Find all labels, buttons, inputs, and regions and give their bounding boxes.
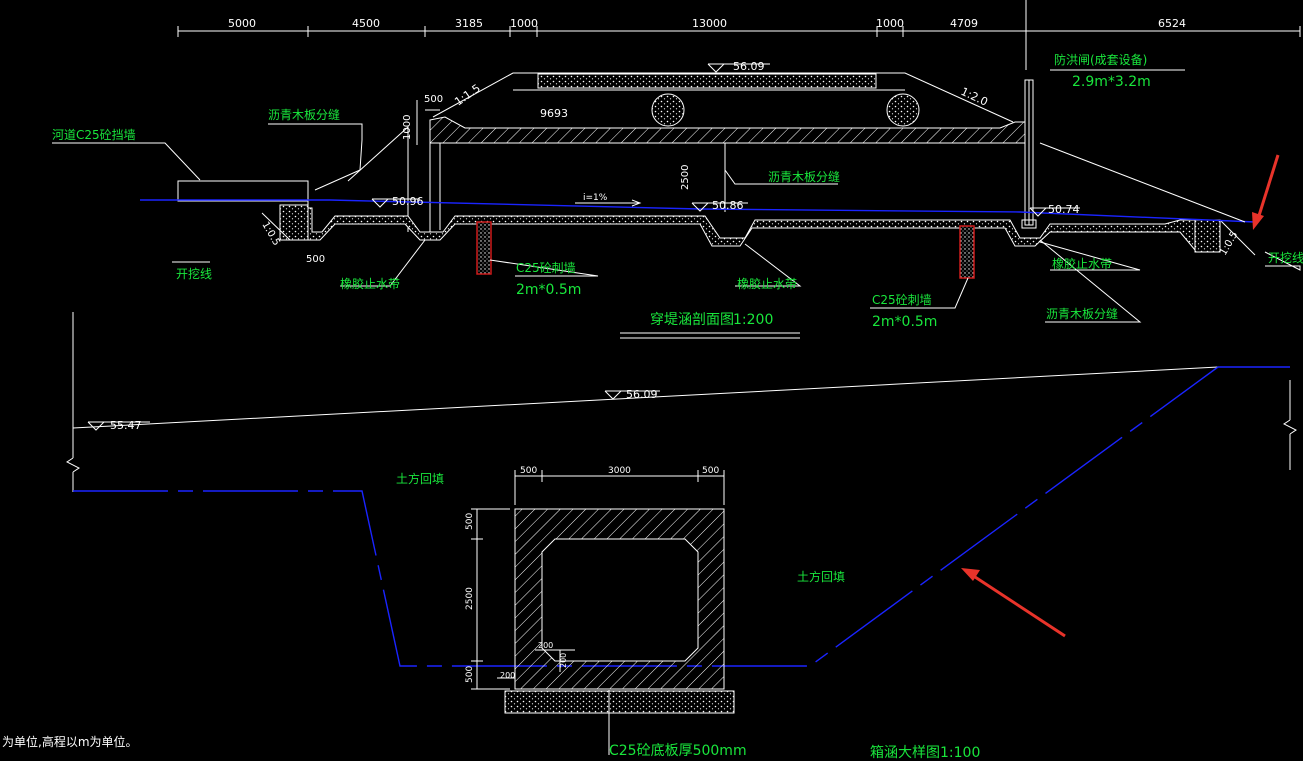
- pipe-symbols: [651, 93, 920, 127]
- box-dim-left-top: 500: [465, 513, 475, 530]
- left-excavation-block: [261, 204, 309, 241]
- label-gate-size: 2.9m*3.2m: [1072, 74, 1151, 90]
- label-pile-1-size: 2m*0.5m: [516, 282, 581, 298]
- dim-1000-right: 1000: [876, 17, 904, 30]
- label-waterstop-1: 橡胶止水带: [340, 276, 400, 291]
- label-backfill-1: 土方回填: [396, 471, 444, 486]
- slope-left-bottom: 1:0.5: [259, 220, 281, 248]
- slope-right-bottom: 1:0.5: [1218, 230, 1240, 258]
- cutoff-wall-piles: [476, 221, 975, 279]
- dim-500-top: 500: [424, 94, 443, 105]
- box-dim-left-bottom: 500: [465, 666, 475, 683]
- box-dim-left-mid: 2500: [465, 587, 475, 610]
- note-line-1: 为单位,高程以m为单位。: [2, 734, 138, 749]
- detail-scale: 1:100: [940, 745, 980, 761]
- label-pile-1: C25砼刺墙: [516, 261, 576, 275]
- base-slab: [504, 690, 735, 714]
- elev-lower-mid: 56.09: [626, 388, 658, 401]
- slope-top-left: 1:1.5: [452, 82, 483, 109]
- excavation-line-lower: [73, 366, 1219, 667]
- gradient-arrow: [575, 199, 642, 207]
- label-asphalt-joint-1: 沥青木板分缝: [268, 107, 340, 122]
- dim-1000-vertical: 1000: [402, 115, 413, 140]
- culvert-top-slab: [429, 116, 1026, 232]
- box-dims-top: [514, 470, 725, 505]
- label-waterstop-2: 橡胶止水带: [737, 276, 797, 291]
- elevation-markers-lower: [87, 390, 660, 431]
- label-pile-2: C25砼刺墙: [872, 293, 932, 307]
- box-dim-top-left: 500: [520, 466, 537, 476]
- lower-left-border: [66, 312, 1297, 492]
- label-excavation-left: 开挖线: [176, 266, 212, 281]
- label-asphalt-joint-2: 沥青木板分缝: [768, 169, 840, 184]
- embankment-outline: [432, 72, 1014, 123]
- elev-mid-invert: 50.86: [712, 199, 744, 212]
- chamfer-label-3: 200: [500, 671, 515, 680]
- slope-top-right: 1:2.0: [959, 85, 990, 109]
- ground-line: [72, 366, 1219, 429]
- label-river-wall: 河道C25砼挡墙: [52, 128, 136, 142]
- right-excavation-block: [1194, 219, 1256, 256]
- dim-9693: 9693: [540, 107, 568, 120]
- elev-left-invert: 50.96: [392, 195, 424, 208]
- label-excavation-right: 开挖线: [1268, 250, 1303, 265]
- dim-4500: 4500: [352, 17, 380, 30]
- elev-crest: 56.09: [733, 60, 765, 73]
- dim-4709: 4709: [950, 17, 978, 30]
- label-asphalt-joint-3: 沥青木板分缝: [1046, 306, 1118, 321]
- flood-gate: [1021, 79, 1037, 229]
- dim-6524: 6524: [1158, 17, 1186, 30]
- detail-title: 箱涵大样图: [870, 745, 940, 761]
- box-dim-top-right: 500: [702, 466, 719, 476]
- red-arrow-upper: [1252, 154, 1280, 230]
- box-dim-top-mid: 3000: [608, 466, 631, 476]
- dim-1000-left: 1000: [510, 17, 538, 30]
- label-backfill-2: 土方回填: [797, 569, 845, 584]
- leader-lines-upper: [52, 69, 1301, 323]
- box-culvert: [514, 508, 725, 690]
- dim-5000: 5000: [228, 17, 256, 30]
- dim-2500-vertical: 2500: [680, 165, 691, 190]
- dim-13000: 13000: [692, 17, 727, 30]
- top-dimension-line: 5000 4500 3185 1000 13000 1000 4709 6524: [177, 0, 1301, 70]
- label-pile-2-size: 2m*0.5m: [872, 314, 937, 330]
- dim-3185: 3185: [455, 17, 483, 30]
- section-scale: 1:200: [733, 312, 773, 328]
- water-line-upper: [140, 199, 1256, 223]
- label-base-slab: C25砼底板厚500mm: [609, 743, 747, 759]
- section-title-underline: [620, 332, 800, 339]
- label-waterstop-3: 橡胶止水带: [1052, 256, 1112, 271]
- chamfer-marks: [497, 649, 575, 679]
- elevation-markers-upper: [371, 63, 1080, 217]
- chamfer-label-2: 200: [559, 653, 568, 668]
- box-dims-left: [471, 508, 510, 690]
- label-gate: 防洪闸(成套设备): [1054, 52, 1147, 67]
- dim-500-bottom: 500: [306, 254, 325, 265]
- gradient-label: i=1%: [583, 193, 608, 203]
- elev-lower-left: 55.47: [110, 419, 142, 432]
- chamfer-label-1: 200: [538, 641, 553, 650]
- section-title: 穿堤涵剖面图: [650, 312, 734, 328]
- red-arrow-lower: [961, 568, 1066, 638]
- elev-right-invert: 50.74: [1048, 203, 1080, 216]
